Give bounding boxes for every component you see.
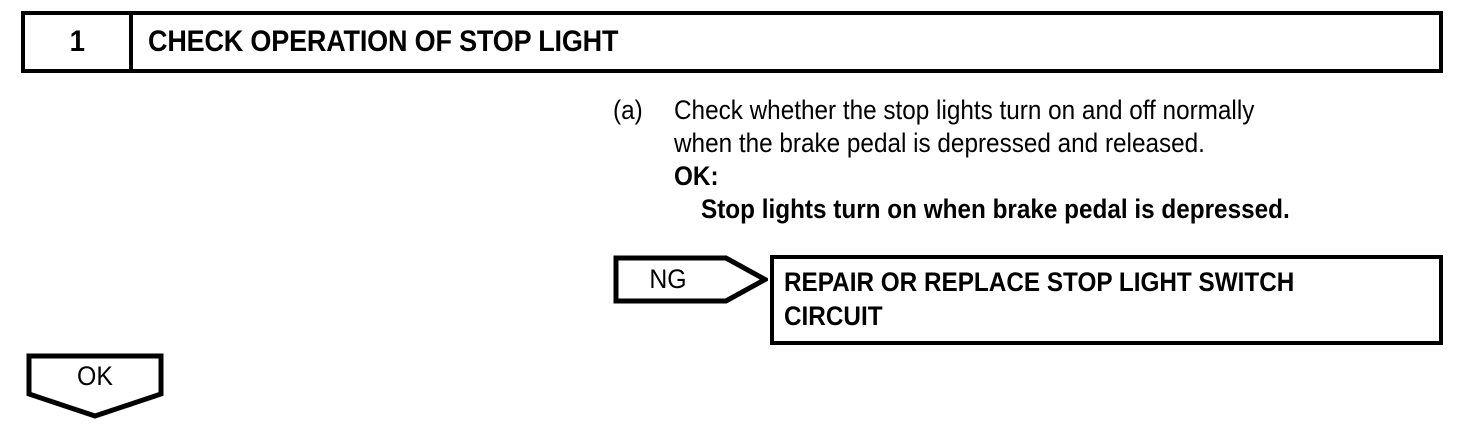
step-header-box: 1 CHECK OPERATION OF STOP LIGHT <box>21 11 1443 73</box>
ok-criteria-text: Stop lights turn on when brake pedal is … <box>701 194 1290 224</box>
ng-result-line-2: CIRCUIT <box>784 301 883 331</box>
procedure-body: Check whether the stop lights turn on an… <box>674 94 1453 226</box>
step-number-cell: 1 <box>25 15 133 69</box>
ok-criteria-label: OK: <box>674 161 719 191</box>
step-title: CHECK OPERATION OF STOP LIGHT <box>148 25 619 58</box>
ng-pentagon-icon <box>613 255 768 304</box>
procedure-block: (a) Check whether the stop lights turn o… <box>613 94 1453 226</box>
step-number: 1 <box>69 25 85 58</box>
ok-label: OK <box>77 360 113 391</box>
ng-label: NG <box>649 264 687 294</box>
procedure-line-1: Check whether the stop lights turn on an… <box>674 95 1255 125</box>
ok-arrow-shape: OK <box>26 353 164 419</box>
ok-pentagon-icon <box>26 353 164 419</box>
ng-result-box: REPAIR OR REPLACE STOP LIGHT SWITCH CIRC… <box>770 255 1443 345</box>
ng-result-line-1: REPAIR OR REPLACE STOP LIGHT SWITCH <box>784 267 1295 297</box>
procedure-marker: (a) <box>613 95 643 125</box>
ng-arrow-shape: NG <box>613 255 768 304</box>
step-title-cell: CHECK OPERATION OF STOP LIGHT <box>133 15 1439 69</box>
procedure-line-2: when the brake pedal is depressed and re… <box>674 128 1205 158</box>
procedure-item-a: (a) Check whether the stop lights turn o… <box>613 94 1453 226</box>
